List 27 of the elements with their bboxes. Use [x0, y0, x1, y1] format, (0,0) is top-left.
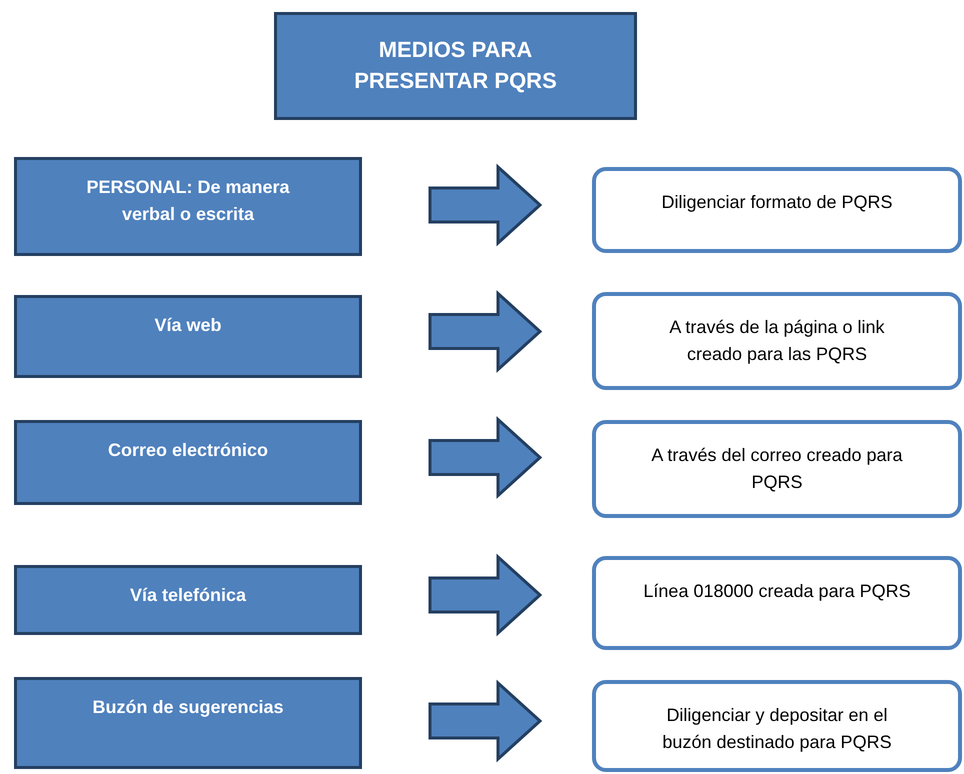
box-text: Vía telefónica — [130, 584, 246, 607]
box-text: Diligenciar y depositar en el buzón destinado para PQRS — [661, 704, 893, 754]
box-text: A través de la página o link creado para las PQRS — [668, 316, 886, 366]
block-arrow — [428, 290, 542, 373]
box-text: Línea 018000 creada para PQRS — [643, 580, 911, 603]
box-text: Buzón de sugerencias — [92, 696, 284, 719]
process-box — [14, 157, 362, 256]
box-text: A través del correo creado para PQRS — [650, 444, 904, 494]
rounded-box — [592, 167, 962, 253]
block-arrow — [428, 164, 542, 246]
rounded-box — [592, 680, 962, 772]
rounded-box — [592, 556, 962, 650]
title-box — [274, 12, 637, 120]
block-arrow — [428, 416, 542, 499]
box-text: Correo electrónico — [108, 439, 268, 462]
process-box — [14, 420, 362, 505]
box-text: PERSONAL: De manera verbal o escrita — [85, 176, 291, 226]
process-box — [14, 295, 362, 378]
box-text: Diligenciar formato de PQRS — [661, 191, 893, 214]
block-arrow — [428, 554, 542, 636]
rounded-box — [592, 292, 962, 390]
rounded-box — [592, 420, 962, 518]
block-arrow — [428, 680, 542, 762]
box-text: Vía web — [154, 314, 222, 337]
box-text: MEDIOS PARA PRESENTAR PQRS — [353, 36, 558, 95]
process-box — [14, 677, 362, 769]
process-box — [14, 565, 362, 635]
